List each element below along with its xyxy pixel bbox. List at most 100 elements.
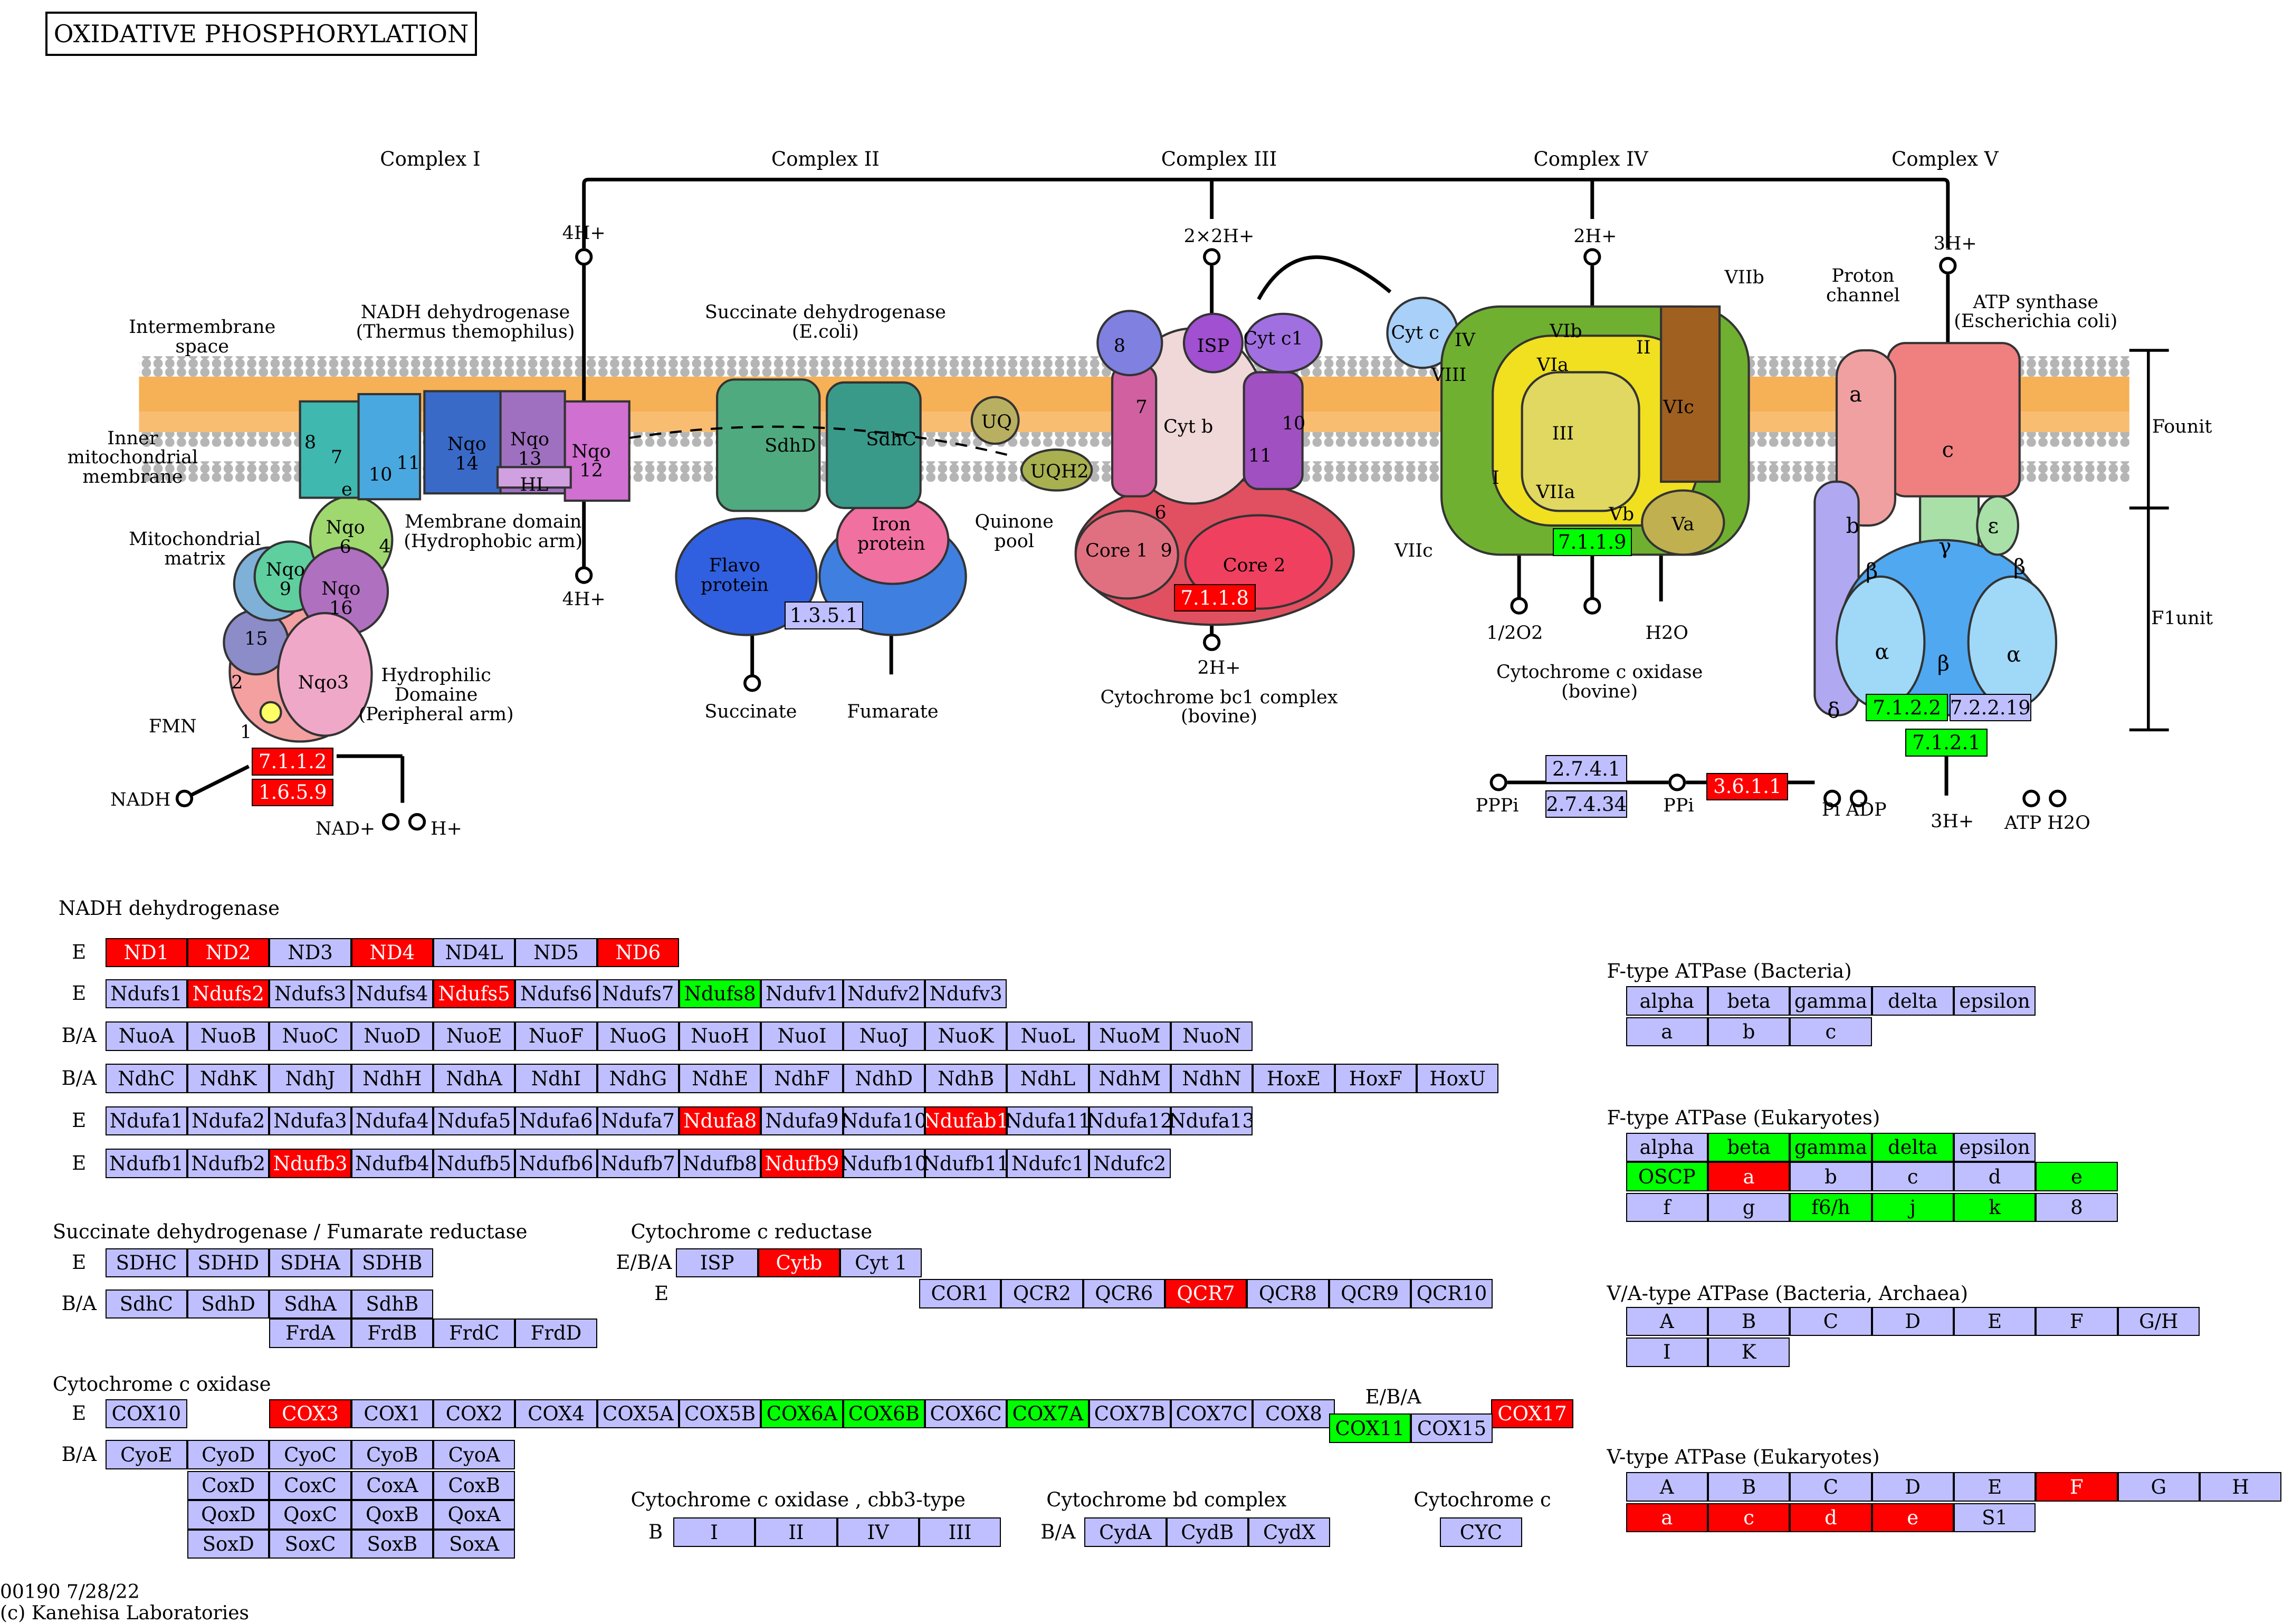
label-Vb: Vb (1609, 503, 1635, 525)
gene-box: delta (1871, 986, 1954, 1016)
section-title: F-type ATPase (Bacteria) (1607, 960, 1852, 983)
gene-box: NuoH (679, 1021, 761, 1051)
gene-box: Ndufab1 (924, 1106, 1007, 1136)
label-beta2: β (2013, 555, 2026, 579)
gene-box: NdhB (924, 1064, 1007, 1093)
gene-box: SDHB (351, 1248, 434, 1278)
gene-box: beta (1707, 1132, 1790, 1162)
gene-box: QCR9 (1329, 1279, 1411, 1308)
gene-box: alpha (1626, 1132, 1708, 1162)
section-title: Cytochrome c oxidase (52, 1372, 271, 1396)
gene-box: NuoJ (843, 1021, 925, 1051)
row-prefix: E (654, 1282, 669, 1305)
label-matrix: Mitochondrial matrix (129, 529, 261, 569)
section-title: NADH dehydrogenase (58, 897, 280, 920)
label-nqo6: Nqo 6 (326, 517, 365, 558)
label-VIIc: VIIc (1394, 540, 1433, 562)
ec-box: 2.7.4.34 (1545, 790, 1628, 818)
gene-box: Ndufs4 (351, 979, 434, 1009)
row-prefix: B/A (1040, 1520, 1076, 1543)
label-c6: 6 (1154, 502, 1167, 524)
ec-box: 7.1.1.8 (1173, 584, 1256, 612)
gene-box: NdhJ (269, 1064, 351, 1093)
gene-box: CyoE (105, 1440, 188, 1469)
ec-box: 7.1.1.2 (252, 748, 334, 776)
label-piadp: Pi ADP (1821, 799, 1887, 821)
ec-box: 7.1.2.2 (1866, 693, 1948, 722)
label-fo: Founit (2152, 416, 2212, 437)
gene-box: COX8 (1253, 1399, 1335, 1429)
section-title: Cytochrome c reductase (631, 1220, 873, 1244)
gene-box: COX3 (269, 1399, 351, 1429)
gene-box: COX5A (597, 1399, 679, 1429)
small-circles (175, 248, 2067, 831)
gene-box: C (1790, 1306, 1872, 1336)
ec-box: 3.6.1.1 (1706, 772, 1789, 801)
gene-box: NuoF (515, 1021, 597, 1051)
gene-box: Ndufa7 (597, 1106, 679, 1136)
gene-box: NuoE (433, 1021, 515, 1051)
gene-box: CoxC (269, 1470, 351, 1501)
gene-box: Ndufb2 (187, 1149, 270, 1178)
label-c7: 7 (1135, 397, 1148, 418)
gene-box: NuoA (105, 1021, 188, 1051)
label-nadh_dh: NADH dehydrogenase (Thermus themophilus) (356, 302, 575, 342)
label-h2b: 2H+ (1197, 657, 1241, 679)
label-hplus: H+ (431, 818, 462, 840)
gene-box: NuoB (187, 1021, 270, 1051)
label-membrane_domain: Membrane domain (Hydrophobic arm) (404, 511, 583, 552)
label-nqo16: Nqo 16 (321, 578, 361, 619)
gene-box: Ndufa5 (433, 1106, 515, 1136)
row-prefix: B/A (61, 1443, 97, 1466)
gene-box: FrdB (351, 1319, 434, 1348)
gene-box: b (1707, 1017, 1790, 1047)
label-imm: Inner mitochondrial membrane (67, 427, 198, 488)
gene-box: Ndufc1 (1007, 1149, 1089, 1178)
gene-box: S1 (1953, 1503, 2036, 1533)
gene-box: a (1626, 1017, 1708, 1047)
label-n8: 8 (304, 432, 317, 454)
label-Va: Va (1671, 514, 1695, 536)
row-prefix: E/B/A (616, 1251, 672, 1274)
gene-box: ND2 (187, 938, 270, 968)
gene-box: e (2036, 1162, 2118, 1191)
label-nqo13: Nqo 13 (510, 429, 550, 470)
label-VIIa: VIIa (1536, 482, 1575, 503)
label-c10: 10 (1282, 413, 1306, 434)
gene-box: Ndufb6 (515, 1149, 597, 1178)
gene-box: Ndufa10 (843, 1106, 925, 1136)
label-nqo9: Nqo 9 (265, 559, 305, 600)
gene-box: g (1707, 1192, 1790, 1222)
label-c: c (1942, 438, 1954, 463)
gene-box: ND5 (515, 938, 597, 968)
gene-box: III (919, 1517, 1001, 1547)
label-quinone_pool: Quinone pool (975, 511, 1054, 552)
pathway-diagram (139, 177, 2169, 831)
gene-box: Ndufa11 (1007, 1106, 1089, 1136)
label-n1: 1 (240, 722, 252, 743)
gene-box: QCR8 (1247, 1279, 1329, 1308)
label-VIa: VIa (1536, 355, 1569, 376)
gene-box: NdhN (1170, 1064, 1253, 1093)
section-title: Cytochrome c oxidase , cbb3-type (631, 1488, 966, 1511)
gene-box: OSCP (1626, 1162, 1708, 1191)
gene-box: COR1 (919, 1279, 1001, 1308)
gene-box: SdhD (187, 1289, 270, 1319)
label-VIc: VIc (1663, 397, 1694, 418)
label-h2o: H2O (1645, 622, 1688, 644)
gene-box: ND3 (269, 938, 351, 968)
complex-iv (1440, 305, 1750, 556)
label-core1: Core 1 (1085, 540, 1148, 562)
gene-box: COX11 (1329, 1413, 1411, 1443)
label-o2: 1/2O2 (1486, 622, 1543, 644)
label-hl: HL (520, 474, 549, 496)
gene-box: B (1707, 1306, 1790, 1336)
label-II: II (1636, 337, 1651, 358)
gene-box: QCR6 (1083, 1279, 1165, 1308)
gene-box: COX1 (351, 1399, 434, 1429)
gene-box: ISP (676, 1248, 758, 1278)
gene-box: QCR7 (1164, 1279, 1247, 1308)
gene-box: H (2199, 1472, 2282, 1502)
label-nqo3: Nqo3 (298, 672, 349, 693)
